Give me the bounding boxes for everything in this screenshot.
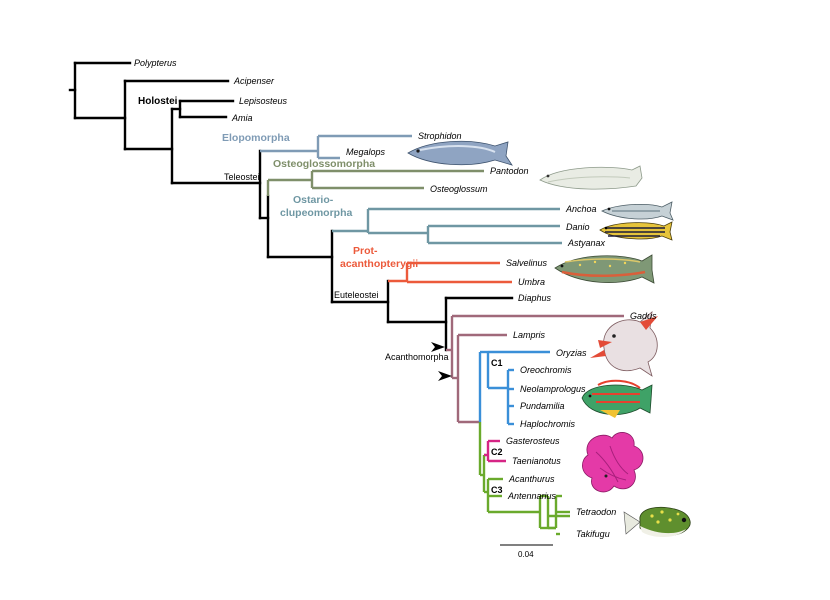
node-label-acanthomorpha: Acanthomorpha [385, 352, 449, 362]
opah-illustration [590, 311, 658, 377]
clade-label-ostario-line1: Ostario- [293, 194, 334, 206]
taxon-antennarius: Antennarius [507, 491, 557, 501]
clade-label-c1: C1 [491, 358, 503, 368]
taxon-oreochromis: Oreochromis [520, 365, 572, 375]
taxon-acanthurus: Acanthurus [508, 474, 555, 484]
branches-c2 [484, 439, 506, 463]
leaf-scorpionfish-illustration [582, 432, 644, 493]
scale-bar-label: 0.04 [518, 550, 534, 559]
taxon-lepisosteus: Lepisosteus [239, 96, 288, 106]
taxon-megalops: Megalops [346, 147, 386, 157]
cichlid-illustration [581, 379, 653, 418]
taxon-danio: Danio [566, 222, 590, 232]
tarpon-illustration [407, 140, 513, 166]
branches-osteoglossomorpha [266, 169, 484, 196]
clade-label-ostario-line2: clupeomorpha [280, 207, 353, 219]
acanthomorpha-arrow-upper [431, 342, 445, 352]
clade-label-c2: C2 [491, 447, 503, 457]
branches-basal [68, 61, 514, 352]
clade-label-c3: C3 [491, 485, 503, 495]
node-label-holostei: Holostei [138, 96, 178, 107]
taxon-takifugu: Takifugu [576, 529, 610, 539]
taxon-salvelinus: Salvelinus [506, 258, 548, 268]
node-label-euteleostei: Euteleostei [334, 290, 379, 300]
taxon-strophidon: Strophidon [418, 131, 462, 141]
trout-illustration [554, 254, 655, 284]
branches-elopomorpha [260, 134, 412, 160]
taxon-osteoglossum: Osteoglossum [430, 184, 488, 194]
acanthomorpha-arrow-lower [438, 371, 452, 381]
taxon-pantodon: Pantodon [490, 166, 529, 176]
clade-label-prot-line2: acanthopterygii [340, 258, 418, 270]
taxon-anchoa: Anchoa [565, 204, 597, 214]
anchovy-illustration [601, 201, 674, 221]
taxon-diaphus: Diaphus [518, 293, 552, 303]
arowana-illustration [539, 165, 643, 190]
taxon-umbra: Umbra [518, 277, 545, 287]
taxon-oryzias: Oryzias [556, 348, 587, 358]
taxon-lampris: Lampris [513, 330, 546, 340]
clade-label-osteoglossomorpha: Osteoglossomorpha [273, 158, 375, 170]
taxon-gasterosteus: Gasterosteus [506, 436, 560, 446]
branches-ostarioclupeomorpha [332, 207, 562, 245]
pufferfish-illustration [623, 506, 691, 538]
taxon-polypterus: Polypterus [134, 58, 177, 68]
zebrafish-illustration [599, 221, 673, 241]
taxon-haplochromis: Haplochromis [520, 419, 576, 429]
taxon-acipenser: Acipenser [233, 76, 275, 86]
taxon-pundamilia: Pundamilia [520, 401, 565, 411]
taxon-tetraodon: Tetraodon [576, 507, 616, 517]
clade-label-elopomorpha: Elopomorpha [222, 132, 290, 144]
taxon-astyanax: Astyanax [567, 238, 606, 248]
node-label-teleostei: Teleostei [224, 172, 260, 182]
taxon-gadus: Gadus [630, 311, 657, 321]
taxon-neolamprologus: Neolamprologus [520, 384, 586, 394]
taxon-amia: Amia [231, 113, 253, 123]
taxon-taenianotus: Taenianotus [512, 456, 561, 466]
clade-label-prot-line1: Prot- [353, 245, 378, 257]
branches-c1 [478, 350, 550, 426]
branches-protacanthopterygii [388, 261, 512, 284]
branches-acanthomorpha [446, 314, 624, 424]
